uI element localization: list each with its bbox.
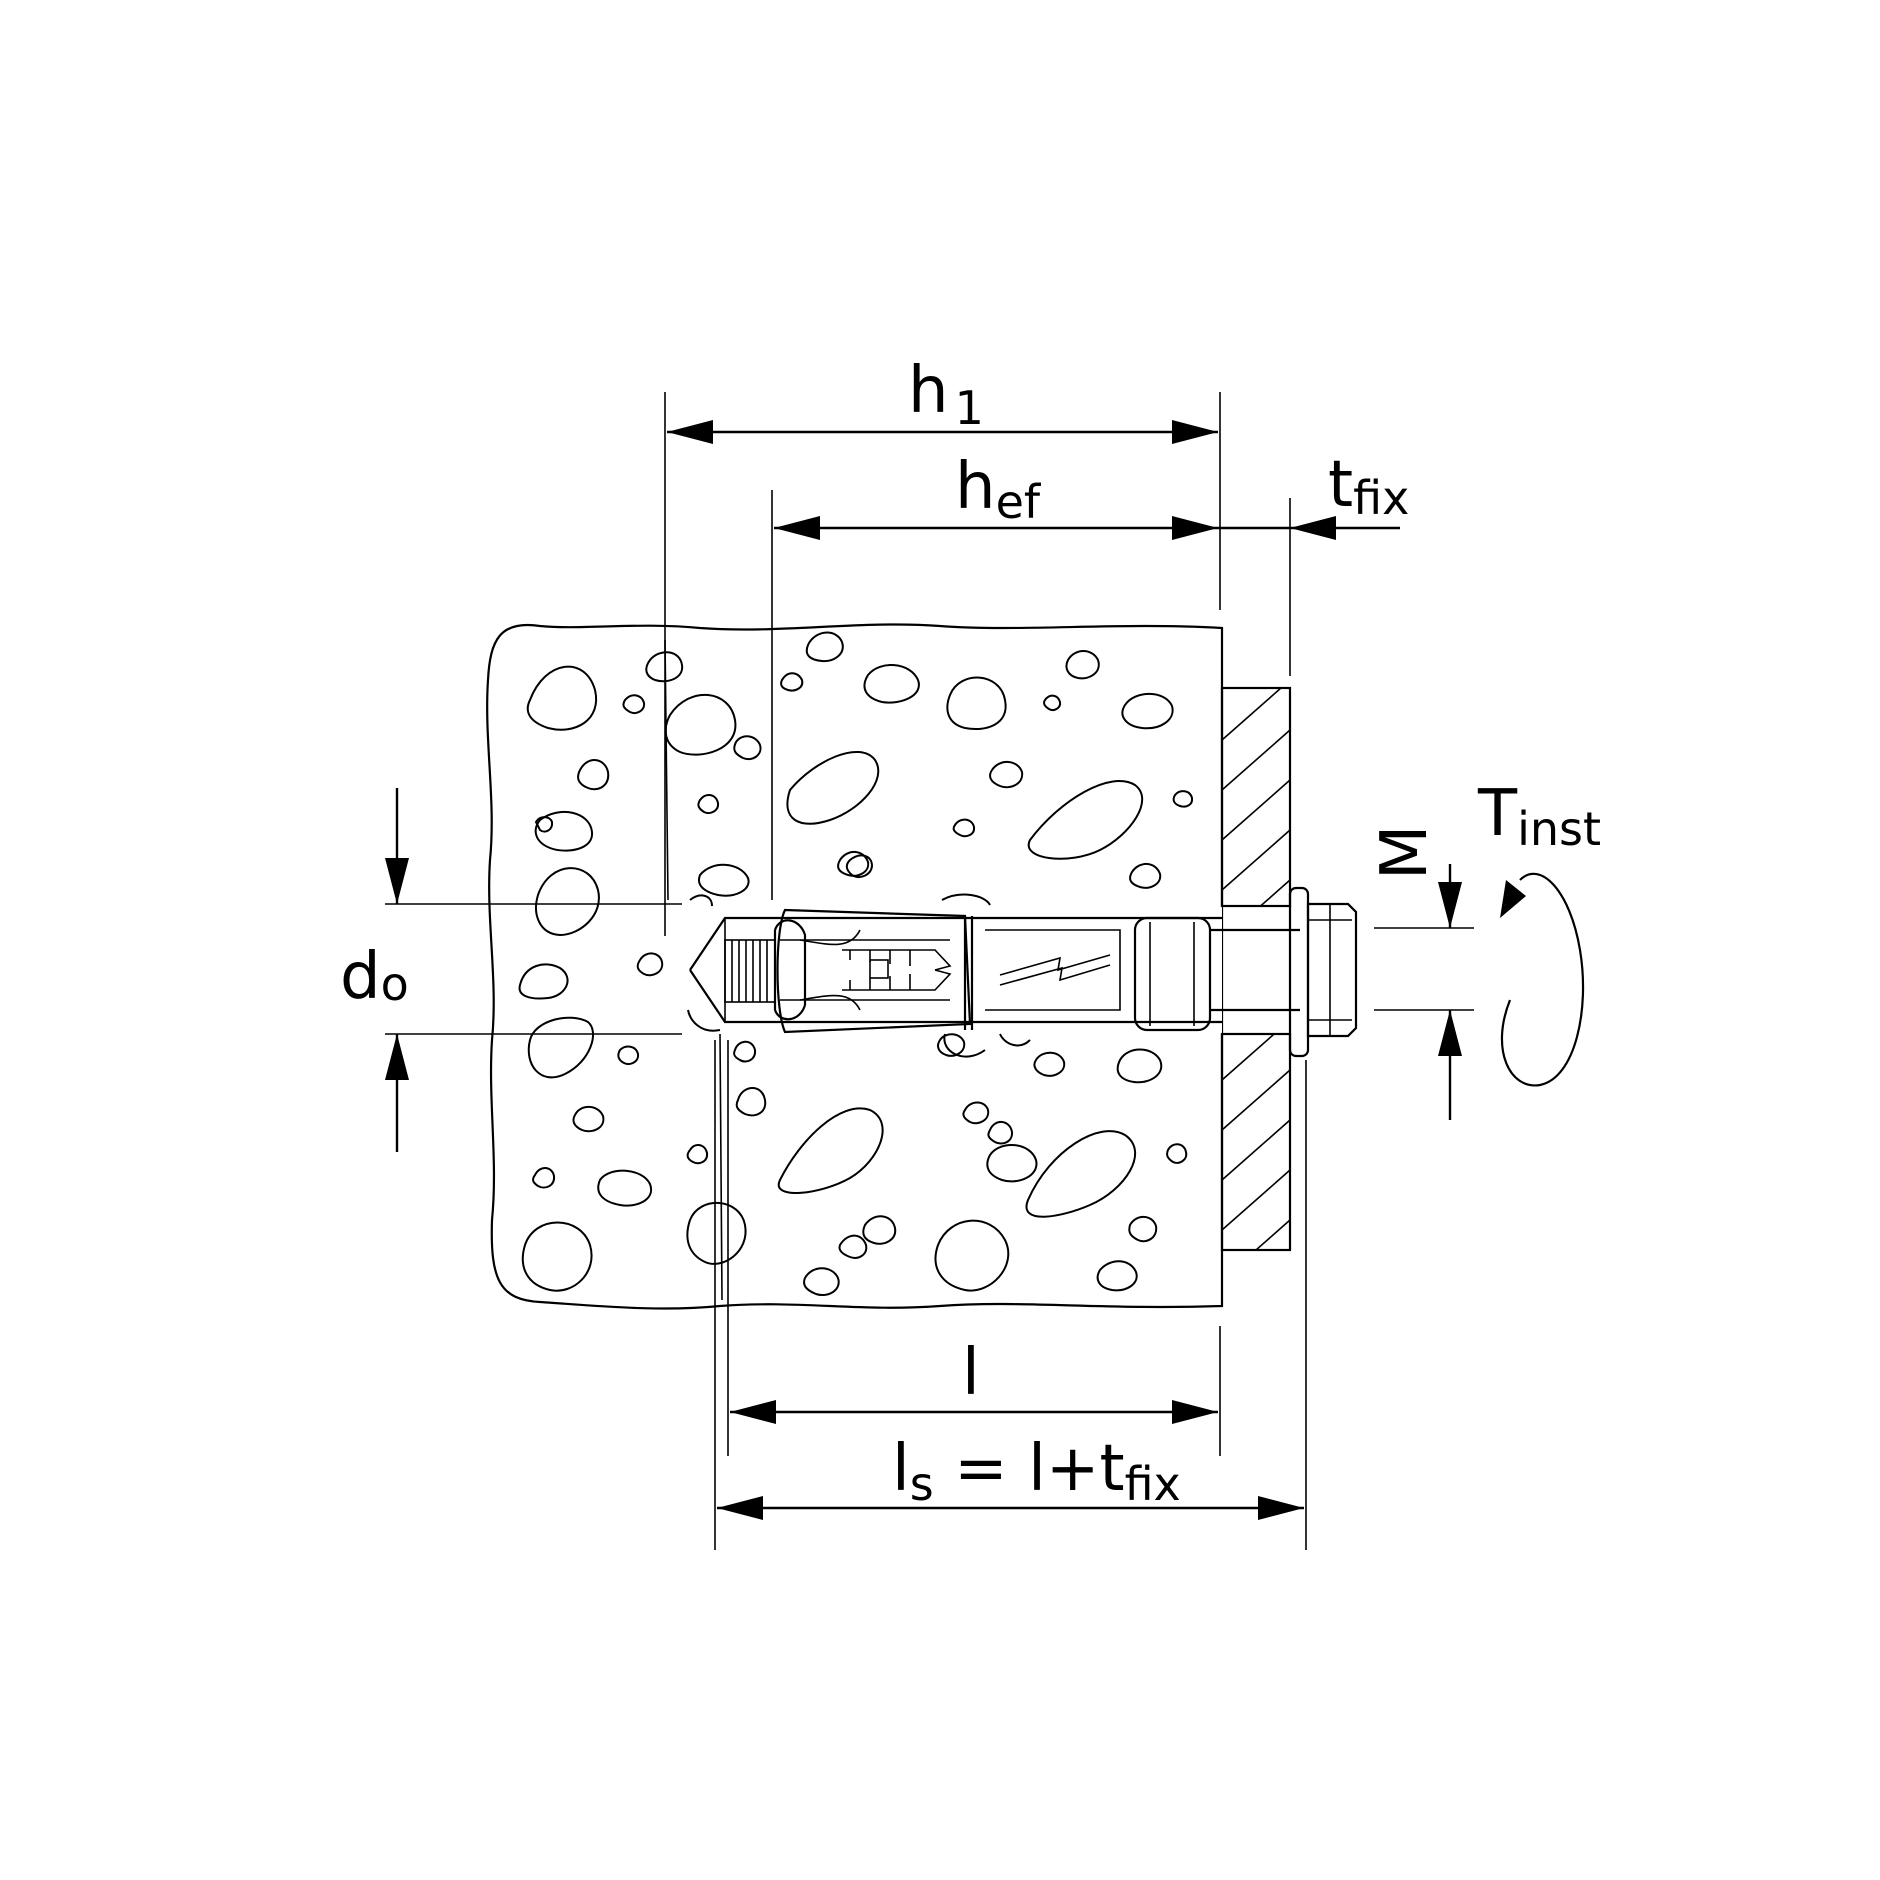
fixture-hatching — [1222, 688, 1290, 906]
dim-hef-arrows — [774, 516, 1218, 540]
expansion-anchor — [689, 886, 1358, 1058]
dim-d0-top-arrow — [385, 858, 409, 904]
wedge-slot — [842, 949, 952, 991]
expansion-sleeve — [776, 908, 972, 1034]
dim-tfix-arrow — [1290, 516, 1336, 540]
concrete-outline — [486, 623, 1224, 1310]
aggregate-stones — [518, 631, 1194, 1296]
label-l: l — [962, 1336, 980, 1410]
fixture-top-section — [1220, 686, 1292, 908]
torque-rotation-arrow — [1500, 872, 1585, 1087]
hex-head — [1306, 902, 1358, 1038]
fixture-hatching — [1222, 1034, 1290, 1250]
slot-square — [869, 959, 889, 979]
sleeve-inner-lines — [780, 939, 950, 1001]
label-Tinst: Tinst — [1477, 777, 1601, 856]
drill-hole — [688, 906, 1222, 1034]
label-hef: hef — [955, 450, 1042, 529]
label-d0: do — [340, 940, 409, 1014]
thread-lines — [731, 940, 768, 1002]
label-M: M — [1368, 825, 1442, 880]
dim-M-top-arrow — [1438, 882, 1462, 928]
sleeve-curves — [799, 929, 861, 1011]
segment-teeth — [849, 950, 911, 990]
torque-arrowhead — [1500, 880, 1526, 918]
washer — [1288, 886, 1310, 1058]
label-ls: ls = l+tfix — [892, 1432, 1181, 1511]
hole-boundary-line — [719, 1033, 723, 1301]
expansion-ring — [773, 919, 807, 1021]
sleeve-joint — [963, 916, 974, 1030]
hex-head-facets — [1308, 904, 1352, 1036]
crack-line — [999, 964, 1111, 986]
dimension-lines — [385, 392, 1585, 1550]
dim-M-bottom-arrow — [1438, 1010, 1462, 1056]
fixture-bottom-section — [1220, 1032, 1292, 1252]
collar — [1133, 916, 1212, 1032]
concrete-block — [486, 623, 1224, 1310]
dim-d0-bottom-arrow — [385, 1034, 409, 1080]
spacer-sleeve — [985, 929, 1121, 1011]
bolt-shank — [1210, 928, 1300, 1012]
crack-line — [999, 954, 1111, 976]
label-tfix: tfix — [1328, 448, 1409, 525]
fixture-plate — [1220, 686, 1292, 1252]
